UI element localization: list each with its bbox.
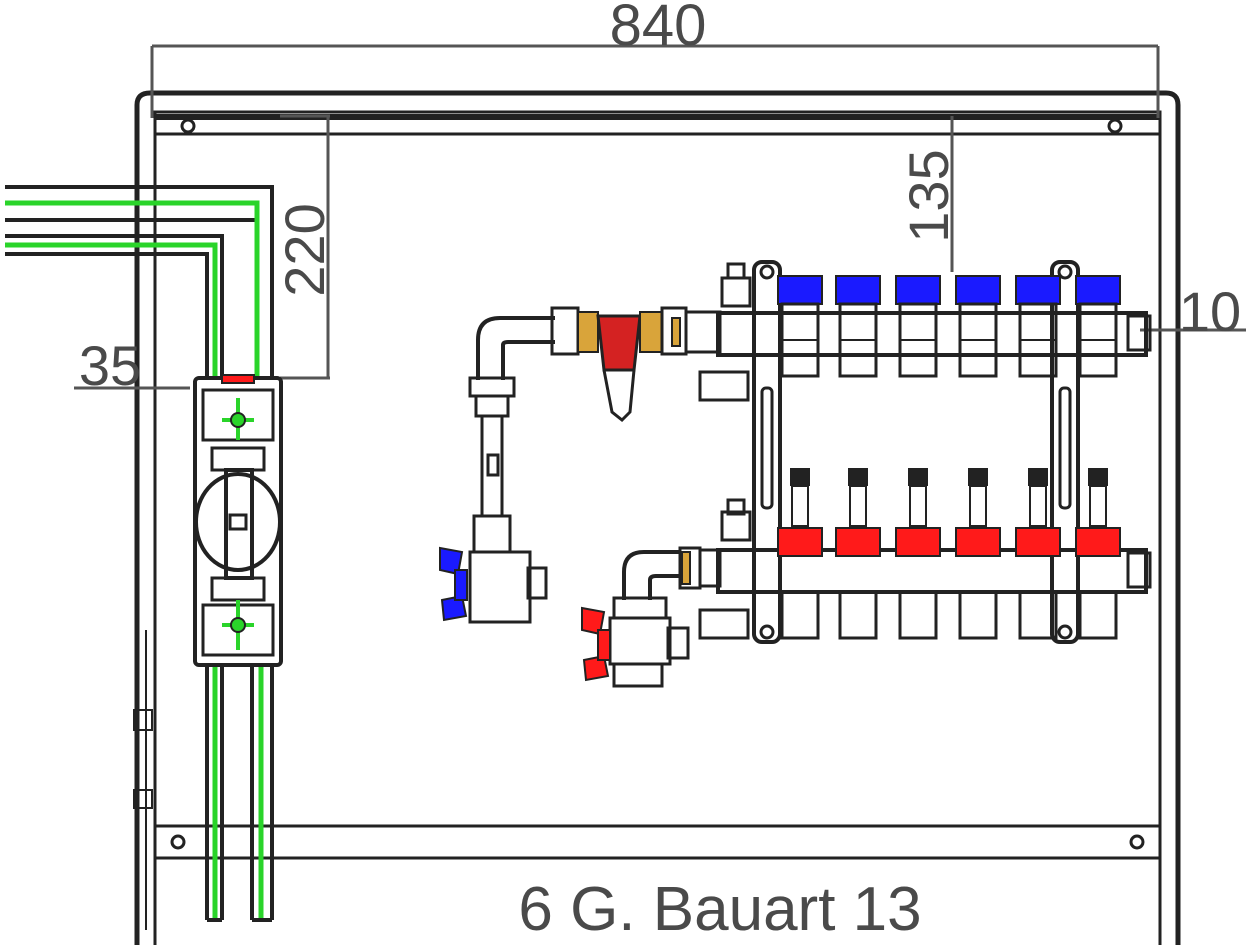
return-pipe-assembly bbox=[581, 546, 722, 688]
supply-circuit bbox=[955, 275, 1001, 378]
return-circuit bbox=[1075, 468, 1121, 640]
dimension-lines bbox=[74, 44, 1246, 390]
supply-circuits bbox=[777, 275, 1121, 378]
connection-pipes bbox=[5, 185, 274, 922]
return-circuit bbox=[895, 468, 941, 640]
supply-pipe-assembly bbox=[439, 306, 722, 624]
return-circuits bbox=[777, 468, 1121, 640]
dimension-right-top-label: 135 bbox=[897, 149, 960, 242]
return-circuit bbox=[777, 468, 823, 640]
return-circuit bbox=[955, 468, 1001, 640]
supply-circuit bbox=[895, 275, 941, 378]
left-valve-assembly bbox=[193, 374, 283, 667]
return-circuit bbox=[1015, 468, 1061, 640]
supply-circuit bbox=[1015, 275, 1061, 378]
supply-circuit bbox=[777, 275, 823, 378]
supply-circuit bbox=[835, 275, 881, 378]
manifold bbox=[698, 260, 1152, 644]
return-circuit bbox=[835, 468, 881, 640]
dimension-top-offset-label: 220 bbox=[273, 203, 336, 296]
dimension-width-label: 840 bbox=[610, 0, 707, 58]
dimension-right-side-label: 10 bbox=[1179, 280, 1241, 343]
cabinet-frame bbox=[133, 90, 1181, 945]
dimension-left-offset-label: 35 bbox=[79, 334, 141, 397]
drawing-caption: 6 G. Bauart 13 bbox=[518, 875, 921, 944]
supply-circuit bbox=[1075, 275, 1121, 378]
